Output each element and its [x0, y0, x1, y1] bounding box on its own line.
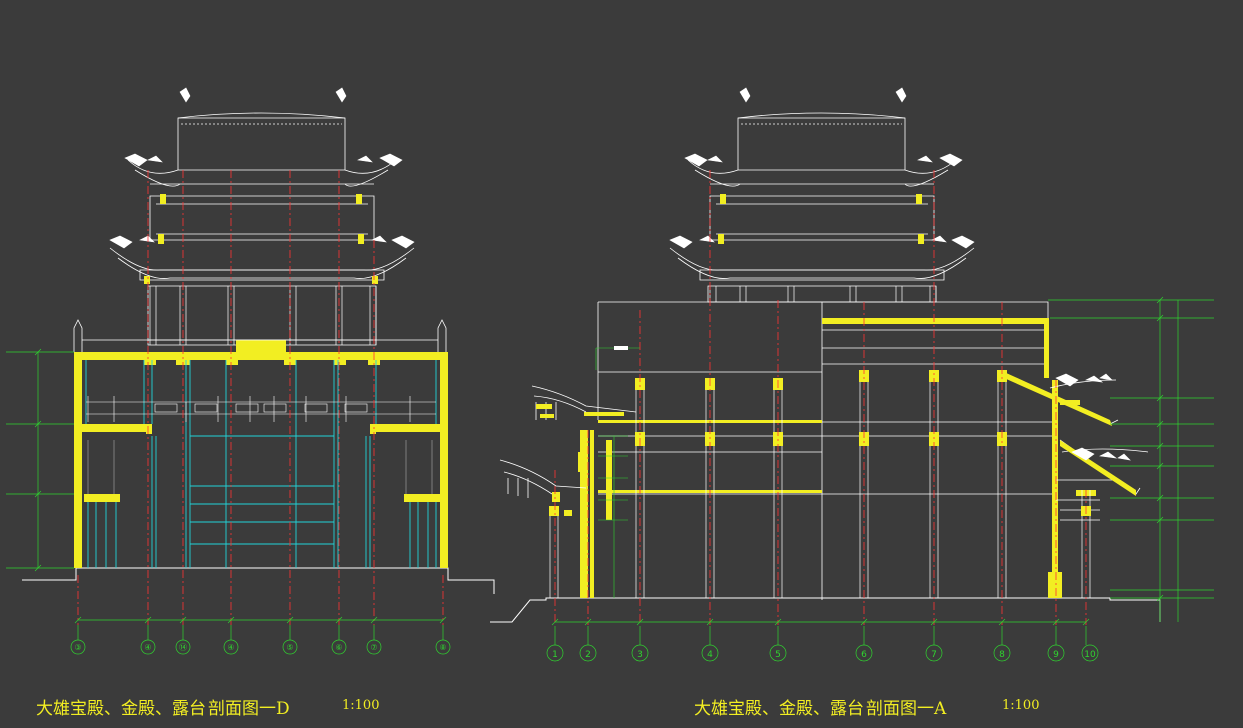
right-axis-label: 4 [707, 650, 713, 660]
left-upper-posts [149, 286, 377, 345]
right-main-hall-outline [597, 301, 1052, 600]
right-detail-dims [595, 347, 640, 598]
left-axis-label: ⑦ [370, 643, 377, 652]
left-elevation-dimension [6, 348, 74, 572]
right-elevation-dimension [1048, 296, 1214, 622]
left-balustrade [86, 396, 436, 494]
left-interior-glazing [85, 360, 437, 568]
left-structure-walls [74, 352, 448, 568]
right-axis-label: 10 [1084, 650, 1096, 660]
right-upper-posts [709, 286, 937, 302]
right-ground-line [490, 597, 1161, 623]
right-dimension-bottom [546, 618, 1099, 662]
right-axis-lines [554, 170, 1087, 625]
left-section-drawing: ③ ④ ⑭ ④ ⑤ ⑥ ⑦ ⑧ [6, 87, 495, 655]
right-axis-label: 1 [552, 650, 558, 660]
right-axis-label: 8 [999, 650, 1005, 660]
left-roof-brackets [144, 194, 378, 352]
right-axis-label: 5 [775, 650, 781, 660]
right-west-eave [499, 385, 637, 498]
right-section-label: 剖面图一A [866, 699, 947, 719]
right-axis-label: 9 [1053, 650, 1059, 660]
left-lower-roof [109, 247, 415, 346]
right-columns [549, 370, 1091, 598]
left-axis-label: ③ [74, 643, 81, 652]
left-axis-label: ⑧ [439, 643, 446, 652]
left-ridge-ornaments [109, 87, 415, 249]
right-east-eave-yellow [1004, 372, 1136, 496]
right-drawing-title: 大雄宝殿、金殿、露台 [694, 699, 864, 719]
right-west-eave-yellow [536, 404, 612, 520]
left-ground-line [22, 567, 495, 594]
right-ridge-ornaments [669, 87, 975, 249]
left-axis-label: ④ [144, 643, 151, 652]
left-dimension-bottom [70, 616, 451, 655]
right-yellow-members [580, 318, 1062, 598]
left-axis-label: ⑤ [286, 643, 293, 652]
right-axis-label: 3 [637, 650, 643, 660]
left-axis-labels: ③ ④ ⑭ ④ ⑤ ⑥ ⑦ ⑧ [74, 643, 446, 652]
left-drawing-title: 大雄宝殿、金殿、露台 [36, 699, 206, 719]
right-axis-label: 7 [931, 650, 937, 660]
right-scale: 1:100 [1002, 698, 1040, 713]
left-upper-roof [127, 112, 397, 241]
right-axis-labels: 1 2 3 4 5 6 7 8 9 10 [552, 650, 1096, 660]
left-parapet-posts [73, 319, 447, 352]
right-roof-brackets [718, 194, 924, 244]
right-section-drawing: 1 2 3 4 5 6 7 8 9 10 [490, 87, 1214, 662]
right-east-ornaments [1055, 373, 1131, 461]
right-axis-label: 6 [861, 650, 867, 660]
right-note-box [614, 346, 628, 350]
left-scale: 1:100 [342, 698, 380, 713]
left-axis-lines [77, 170, 444, 625]
right-upper-roof [669, 112, 975, 303]
left-axis-label: ⑭ [179, 643, 187, 652]
left-axis-label: ⑥ [335, 643, 342, 652]
left-section-label: 剖面图一D [208, 699, 290, 719]
left-axis-label: ④ [227, 643, 234, 652]
right-axis-label: 2 [585, 650, 591, 660]
